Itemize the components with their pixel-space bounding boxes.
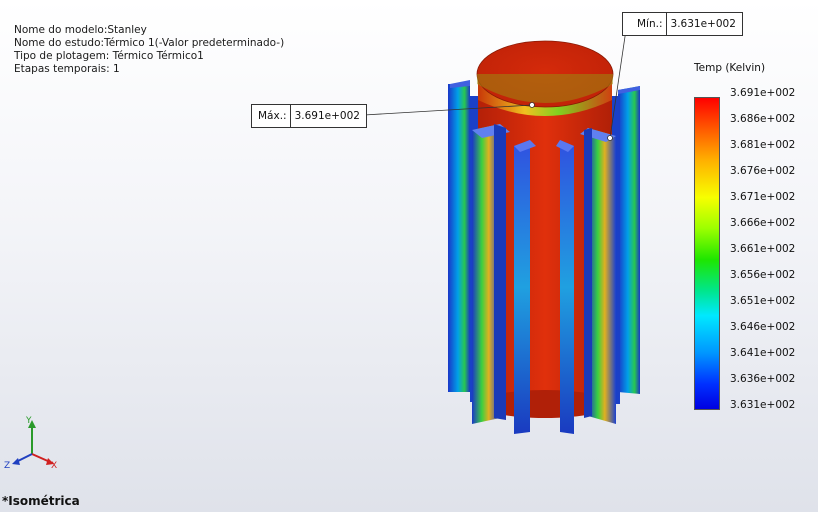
legend-tick: 3.671e+002 [730,191,796,203]
min-callout-value: 3.631e+002 [670,18,736,30]
legend-tick: 3.651e+002 [730,295,796,307]
legend-ticks: 3.691e+002 3.686e+002 3.681e+002 3.676e+002… [730,86,810,416]
legend-tick: 3.681e+002 [730,139,796,151]
min-leader-line [609,22,628,139]
max-callout-value: 3.691e+002 [294,110,360,122]
front-fins [472,124,616,434]
legend-tick: 3.636e+002 [730,373,796,385]
view-orientation-label: *Isométrica [2,494,80,508]
model-name: Nome do modelo:Stanley [14,24,147,36]
time-steps: Etapas temporais: 1 [14,63,120,75]
legend-tick: 3.656e+002 [730,269,796,281]
legend-tick: 3.641e+002 [730,347,796,359]
triad-y-label: Y [25,416,32,426]
min-callout-label: Mín.: [623,13,667,35]
axis-triad-icon[interactable]: Y Z X [4,414,74,474]
study-info: Nome do modelo:Stanley Nome do estudo:Té… [14,24,284,76]
min-probe-point [607,135,613,141]
legend-tick: 3.686e+002 [730,113,796,125]
max-callout[interactable]: Máx.: 3.691e+002 [251,104,367,128]
legend-tick: 3.646e+002 [730,321,796,333]
triad-z-label: Z [4,461,10,471]
max-callout-label: Máx.: [252,105,291,127]
plot-type: Tipo de plotagem: Térmico Térmico1 [14,50,204,62]
min-callout[interactable]: Mín.: 3.631e+002 [622,12,743,36]
legend-title: Temp (Kelvin) [694,62,766,74]
study-name: Nome do estudo:Térmico 1(-Valor predeter… [14,37,285,49]
max-leader-line [363,104,533,116]
legend-tick: 3.661e+002 [730,243,796,255]
legend-tick: 3.631e+002 [730,399,796,411]
triad-x-label: X [51,461,57,471]
max-probe-point [529,102,535,108]
legend-tick: 3.691e+002 [730,87,796,99]
legend-tick: 3.676e+002 [730,165,796,177]
legend-color-bar[interactable] [694,97,720,410]
legend-tick: 3.666e+002 [730,217,796,229]
